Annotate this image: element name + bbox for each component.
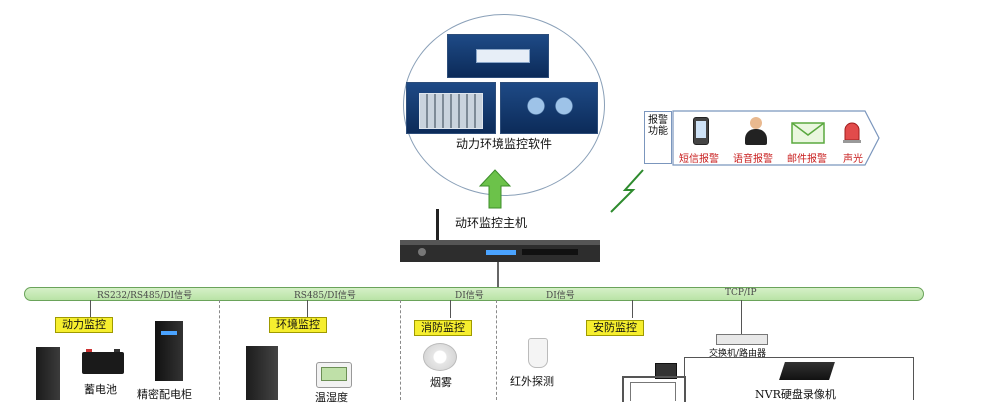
infrared-detector-label: 红外探测	[510, 375, 554, 388]
alarm-title: 报警功能	[644, 111, 672, 164]
category-security: 安防监控	[586, 320, 644, 336]
switch-router-device	[716, 334, 768, 345]
software-screenshot-rack	[406, 82, 496, 134]
software-label: 动力环境监控软件	[455, 137, 552, 151]
door-frame-inner	[630, 382, 676, 401]
drop-line	[90, 300, 91, 318]
section-divider	[219, 300, 220, 400]
map-graphic	[515, 95, 585, 117]
access-control-device	[655, 363, 677, 379]
distribution-cabinet	[155, 321, 183, 381]
alarm-item-sound-light-label: 声光	[843, 154, 863, 165]
siren-icon	[843, 122, 861, 143]
battery-label: 蓄电池	[84, 383, 117, 396]
distribution-cabinet-label: 精密配电柜	[137, 388, 192, 401]
alarm-item-email-label: 邮件报警	[787, 154, 827, 165]
alarm-item-voice-label: 语音报警	[733, 154, 773, 165]
battery-icon	[82, 349, 124, 374]
category-environment: 环境监控	[269, 317, 327, 333]
host-device	[400, 209, 600, 262]
ups-device	[36, 347, 60, 400]
section-divider	[400, 300, 401, 400]
smoke-detector-icon	[423, 343, 457, 371]
software-screenshot-login	[447, 34, 549, 78]
nvr-label: NVR硬盘录像机	[755, 388, 836, 401]
envelope-icon	[791, 122, 825, 144]
bus-label-rs485: RS485/DI信号	[294, 291, 356, 301]
switch-router-label: 交换机/路由器	[709, 349, 767, 359]
network-line	[741, 300, 742, 334]
network-line	[913, 357, 914, 400]
network-line	[684, 357, 914, 358]
rack-graphic	[419, 93, 483, 129]
software-screenshot-map	[500, 82, 598, 134]
alarm-item-sms-label: 短信报警	[679, 154, 719, 165]
login-panel	[476, 49, 530, 63]
category-fire: 消防监控	[414, 320, 472, 336]
section-divider	[496, 300, 497, 400]
nvr-device	[779, 362, 835, 380]
door-frame	[622, 376, 686, 402]
smoke-detector-label: 烟雾	[430, 376, 452, 389]
wireless-link-icon	[610, 169, 644, 213]
bus-label-tcpip: TCP/IP	[725, 288, 757, 298]
bus-label-rs232: RS232/RS485/DI信号	[97, 291, 193, 301]
bus-label-di-fire: DI信号	[455, 291, 484, 301]
category-power: 动力监控	[55, 317, 113, 333]
bus-label-di-security: DI信号	[546, 291, 575, 301]
up-arrow-icon	[478, 169, 512, 209]
temp-humidity-sensor	[316, 362, 352, 388]
host-bus-connector	[497, 262, 499, 287]
alarm-panel	[672, 110, 880, 166]
temp-humidity-label: 温湿度	[315, 391, 348, 404]
infrared-detector-icon	[528, 338, 548, 368]
precision-ac-unit	[246, 346, 278, 400]
phone-icon	[693, 117, 709, 145]
host-label: 动环监控主机	[455, 216, 528, 230]
drop-line	[632, 300, 633, 318]
person-call-icon	[742, 117, 770, 145]
drop-line	[450, 300, 451, 318]
signal-bus	[24, 287, 924, 301]
drop-line	[307, 300, 308, 318]
